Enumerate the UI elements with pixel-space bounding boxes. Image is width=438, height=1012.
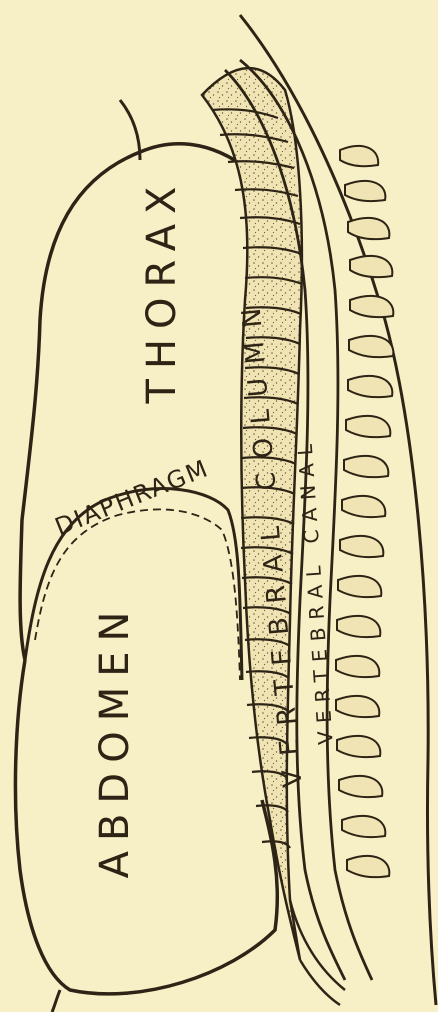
abdomen-outline — [15, 660, 277, 994]
lower-body-line — [52, 990, 60, 1012]
label-diaphragm: DIAPHRAGM — [51, 454, 213, 541]
thorax-outline — [20, 144, 255, 660]
vertebral-column — [202, 68, 302, 960]
label-abdomen: ABDOMEN — [92, 602, 138, 879]
spinous-processes — [336, 146, 393, 877]
label-thorax: THORAX — [139, 177, 185, 405]
neck-outline — [120, 100, 140, 160]
